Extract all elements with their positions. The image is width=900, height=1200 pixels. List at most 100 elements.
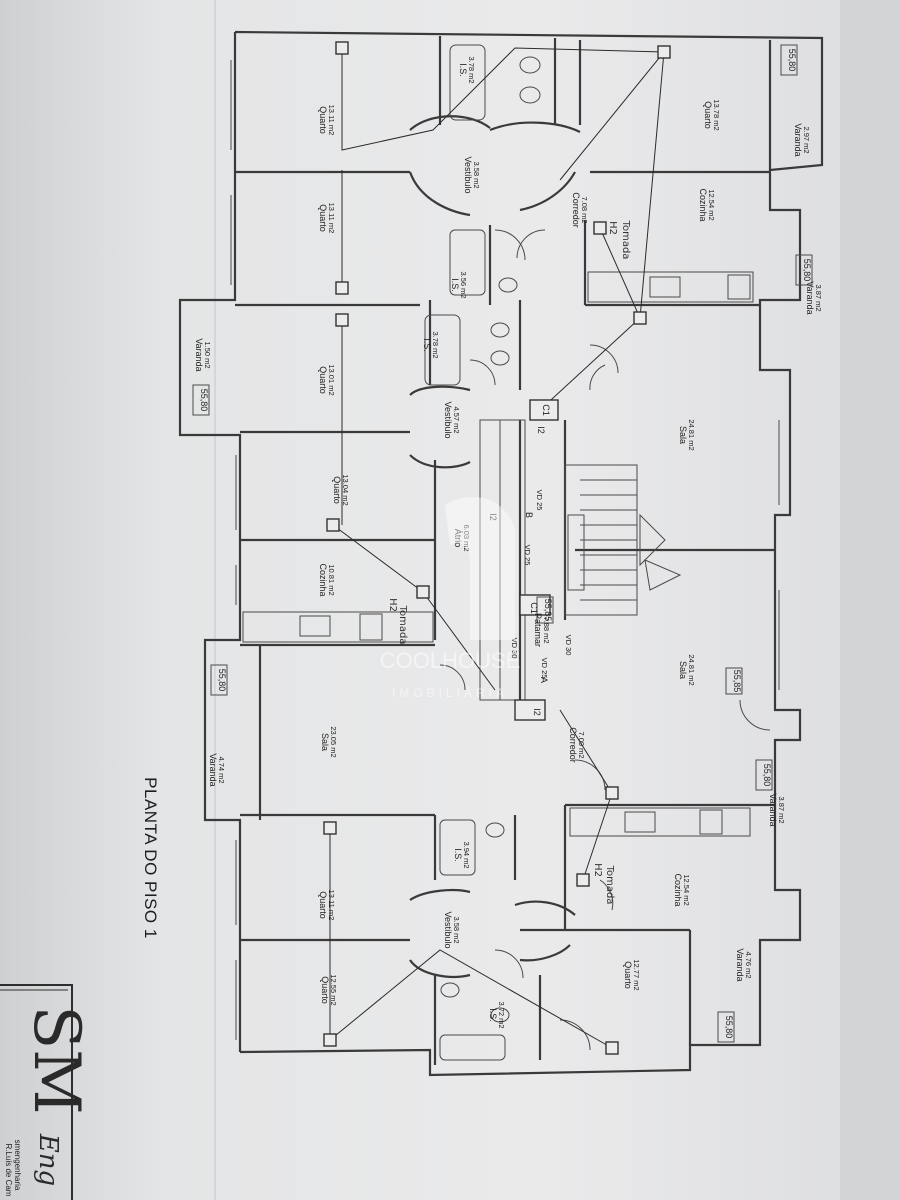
stair-vd-label: VD 25 [540,658,549,679]
ceiling-point [326,518,340,532]
room-name: Quarto [320,976,330,1004]
ceiling-point [416,585,430,599]
room-name: Vestíbulo [443,911,453,948]
staircase [479,419,682,701]
ceiling-point [335,41,349,55]
board-label: C1 [541,404,551,416]
room-area: 3.58 m2 [472,161,481,188]
room-name: Quarto [318,366,328,394]
stair-vd-label: VD 25 [535,490,544,511]
room-name: Vestíbulo [463,156,473,193]
room-name: Sala [320,733,330,751]
room-area: 13.11 m2 [327,203,336,234]
company-logo: SM [19,1005,93,1114]
ceiling-point [323,1033,337,1047]
electrical-boxes [323,41,671,1055]
ceiling-point [335,313,349,327]
room-label: I.S.3.72 m2 [488,1001,506,1028]
room-area: 2.97 m2 [802,126,811,153]
paper-edge [840,0,900,1200]
room-label: I.S.3.56 m2 [450,271,468,298]
room-area: 6.03 m2 [462,524,471,551]
room-name: Corredor [568,727,578,763]
room-name: Sala [678,661,688,679]
room-area: 13.11 m2 [327,890,336,921]
company-line1: smengenharia [13,1140,22,1191]
stair-vd-label: VD 25 [523,545,532,566]
socket-note: Tomada [604,865,615,905]
board-label: I2 [532,708,542,716]
room-area: 3.58 m2 [452,916,461,943]
room-area: 7.09 m2 [577,731,586,758]
room-area: 13.04 m2 [341,474,350,505]
watermark-sub: IMOBILIÁRIA [392,685,508,700]
room-name: Quarto [318,106,328,134]
room-area: 3.87 m2 [777,796,786,823]
outer-walls [178,30,824,1077]
room-name: Cozinha [698,188,708,221]
stair-b-label: B [524,512,534,518]
room-area: 3.87 m2 [814,284,823,311]
level-label: 55,80 [802,259,812,282]
room-name: Quarto [318,204,328,232]
board-label: I2 [488,513,498,521]
company-name: Eng [33,1133,63,1186]
drawing-title: PLANTA DO PISO 1 [141,777,160,939]
room-area: 4.76 m2 [744,951,753,978]
kitchen-counters [242,271,754,837]
stair-vd-label: VD 30 [510,638,519,659]
ceiling-point [323,821,337,835]
room-name: Varanda [194,338,204,371]
core-labels: VD 25 VD 25 VD 30 VD 30 VD 25 C1 A B C1 … [488,404,573,716]
level-label: 55,80 [724,1016,734,1039]
watermark-brand: COOLHOUSE [380,648,521,673]
level-label: 55,80 [762,764,772,787]
windows [230,60,780,1040]
board-label: I2 [536,426,546,434]
ceiling-point [335,281,349,295]
room-name: Varanda [208,753,218,786]
room-area: 13.11 m2 [327,105,336,136]
room-area: 3.72 m2 [497,1001,506,1028]
room-name: Átrio [453,529,463,548]
room-area: 4.57 m2 [452,406,461,433]
room-name: Varanda [735,948,745,981]
room-area: 3.56 m2 [459,271,468,298]
room-name: I.S. [458,63,468,77]
room-area: 3.78 m2 [467,56,476,83]
ceiling-point [576,873,590,887]
level-label: 55,80 [199,389,209,412]
room-name: Quarto [318,891,328,919]
socket-notes: Tomada H2 Tomada H2 Tomada H2 [387,220,631,905]
socket-note-h2: H2 [592,863,603,877]
ceiling-point [605,786,619,800]
company-line2: R.Luis de Cam [4,1144,13,1197]
room-label: I.S.3.78 m2 [422,331,440,358]
room-area: 7.08 m2 [580,196,589,223]
level-label: 55,80 [787,49,797,72]
bathroom-fixtures [424,44,541,1061]
room-area: 3.94 m2 [462,841,471,868]
room-name: I.S. [422,338,432,352]
room-area: 12.55 m2 [329,974,338,1005]
room-area: 4.74 m2 [217,756,226,783]
room-name: I.S. [453,848,463,862]
